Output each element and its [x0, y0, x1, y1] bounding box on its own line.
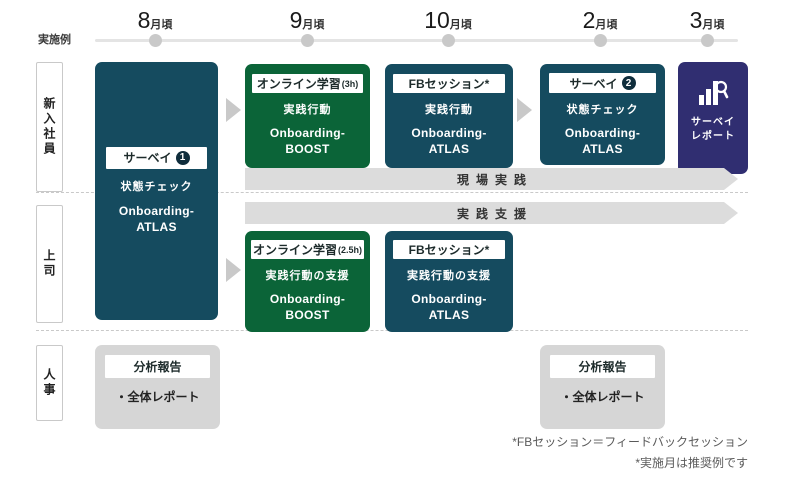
timeline-dot — [701, 34, 714, 47]
fb-session-support-box: FBセッション* 実践行動の支援 Onboarding- ATLAS — [385, 231, 513, 332]
fb-session-support-title: FBセッション* — [393, 240, 505, 259]
flow-arrow-icon — [226, 258, 241, 282]
online-learning-3h-box: オンライン学習(3h) 実践行動 Onboarding- BOOST — [245, 64, 370, 168]
timeline-line — [95, 39, 738, 42]
timeline-dot — [594, 34, 607, 47]
analysis-report-item: ・全体レポート — [115, 390, 200, 404]
flow-arrow-icon — [226, 98, 241, 122]
analysis-report-title: 分析報告 — [105, 355, 210, 378]
online-learning-3h-title: オンライン学習(3h) — [252, 74, 363, 93]
row-label-hr: 人事 — [36, 345, 63, 421]
month-label-march: 3月頃 — [689, 7, 725, 33]
badge-2-icon: 2 — [621, 76, 636, 90]
footnotes: *FBセッション＝フィードバックセッション *実施月は推奨例です — [512, 432, 748, 474]
footnote-months: *実施月は推奨例です — [635, 456, 748, 470]
analysis-report-box-1: 分析報告 ・全体レポート — [95, 345, 220, 429]
row-label-supervisor: 上司 — [36, 205, 63, 323]
analysis-report-title: 分析報告 — [550, 355, 655, 378]
timeline-dot — [301, 34, 314, 47]
month-label-september: 9月頃 — [289, 7, 325, 33]
timeline-dot — [442, 34, 455, 47]
row-label-new-employees: 新入社員 — [36, 62, 63, 192]
product-name: Onboarding- ATLAS — [411, 292, 487, 323]
fb-session-title: FBセッション* — [393, 74, 505, 93]
month-label-february: 2月頃 — [582, 7, 618, 33]
month-label-august: 8月頃 — [137, 7, 173, 33]
product-name: Onboarding- BOOST — [269, 292, 346, 323]
footnote-fb-session: *FBセッション＝フィードバックセッション — [512, 435, 748, 449]
survey-report-box: サーベイ レポート — [678, 62, 748, 174]
field-practice-arrow: 現場実践 — [245, 168, 738, 190]
badge-1-icon: 1 — [175, 150, 190, 165]
survey-report-label: サーベイ レポート — [691, 117, 735, 142]
product-name: Onboarding- BOOST — [269, 126, 346, 157]
online-learning-2-5h-title: オンライン学習(2.5h) — [251, 240, 364, 259]
flow-arrow-icon — [517, 98, 532, 122]
practice-support-arrow: 実践支援 — [245, 202, 738, 224]
fb-session-box: FBセッション* 実践行動 Onboarding- ATLAS — [385, 64, 513, 168]
bar-chart-magnifier-icon — [699, 80, 729, 105]
analysis-report-item: ・全体レポート — [560, 390, 645, 404]
product-name: Onboarding- ATLAS — [118, 203, 195, 234]
axis-label: 実施例 — [38, 34, 71, 46]
product-name: Onboarding- ATLAS — [411, 126, 487, 157]
month-label-october: 10月頃 — [424, 7, 472, 33]
product-name: Onboarding- ATLAS — [564, 126, 641, 157]
online-learning-2-5h-box: オンライン学習(2.5h) 実践行動の支援 Onboarding- BOOST — [245, 231, 370, 332]
analysis-report-box-2: 分析報告 ・全体レポート — [540, 345, 665, 429]
timeline-dot — [149, 34, 162, 47]
row-divider — [36, 192, 748, 193]
